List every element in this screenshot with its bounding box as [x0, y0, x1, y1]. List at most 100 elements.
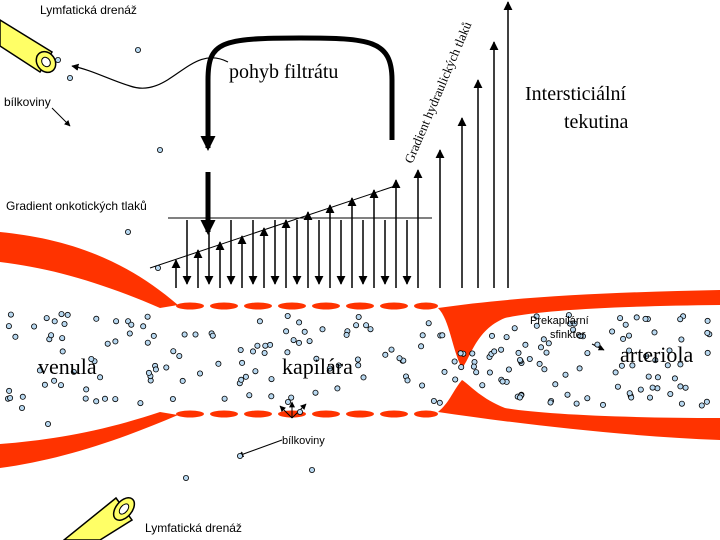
protein-particle-icon: [699, 403, 704, 408]
protein-particle-icon: [615, 384, 620, 389]
protein-particle-icon: [255, 343, 260, 348]
protein-particle-icon: [42, 382, 47, 387]
protein-particle-icon: [500, 379, 505, 384]
protein-particle-icon: [247, 393, 252, 398]
protein-particle-icon: [84, 387, 89, 392]
venule-lower-wall: [0, 412, 178, 468]
precapillary-sphincter-label-line1: Prekapilární: [530, 316, 589, 327]
protein-particle-icon: [506, 367, 511, 372]
protein-particle-icon: [155, 265, 160, 270]
protein-particle-icon: [610, 329, 615, 334]
protein-particle-icon: [307, 339, 312, 344]
protein-particle-icon: [183, 475, 188, 480]
protein-particle-icon: [537, 361, 542, 366]
protein-particle-icon: [389, 347, 394, 352]
venule-label: venula: [38, 356, 97, 378]
protein-particle-icon: [237, 453, 242, 458]
protein-particle-icon: [705, 350, 710, 355]
protein-particle-icon: [585, 396, 590, 401]
protein-particle-icon: [563, 372, 568, 377]
protein-particle-icon: [440, 333, 445, 338]
protein-particle-icon: [516, 350, 521, 355]
protein-particle-icon: [320, 327, 325, 332]
protein-particle-icon: [683, 385, 688, 390]
protein-particle-icon: [487, 370, 492, 375]
protein-particle-icon: [138, 401, 143, 406]
protein-particle-icon: [145, 314, 150, 319]
protein-particle-icon: [164, 365, 169, 370]
protein-particle-icon: [197, 371, 202, 376]
protein-particle-icon: [309, 467, 314, 472]
lymph-drainage-label-bottom: Lymfatická drenáž: [145, 522, 242, 534]
protein-particle-icon: [262, 350, 267, 355]
protein-particle-icon: [62, 321, 67, 326]
protein-particle-icon: [297, 320, 302, 325]
protein-particle-icon: [55, 57, 60, 62]
protein-particle-icon: [240, 360, 245, 365]
protein-particle-icon: [285, 313, 290, 318]
protein-particle-icon: [643, 316, 648, 321]
protein-particle-icon: [102, 396, 107, 401]
protein-particle-icon: [313, 390, 318, 395]
capillary-label: kapilára: [282, 356, 353, 378]
protein-particle-icon: [459, 365, 464, 370]
protein-particle-icon: [98, 375, 103, 380]
filtrate-loop-arrow: [208, 38, 392, 148]
protein-particle-icon: [705, 318, 710, 323]
protein-particle-icon: [652, 330, 657, 335]
interstitial-fluid-label-line1: Intersticiální: [525, 84, 626, 104]
protein-particle-icon: [257, 319, 262, 324]
protein-particle-icon: [65, 312, 70, 317]
protein-particle-icon: [269, 377, 274, 382]
protein-particle-icon: [452, 359, 457, 364]
protein-particle-icon: [193, 332, 198, 337]
precapillary-sphincter-label-line2: sfinkter: [550, 330, 585, 341]
protein-particle-icon: [125, 229, 130, 234]
protein-particle-icon: [7, 388, 12, 393]
protein-particle-icon: [368, 327, 373, 332]
protein-particle-icon: [480, 383, 485, 388]
protein-particle-icon: [397, 356, 402, 361]
protein-particle-icon: [49, 333, 54, 338]
arteriole-lower-wall: [438, 380, 720, 440]
protein-particle-icon: [668, 391, 673, 396]
lymph-vessel-bottom-icon: [64, 494, 138, 540]
lymph-drainage-label-top: Lymfatická drenáž: [40, 4, 137, 16]
protein-particle-icon: [354, 323, 359, 328]
protein-particle-icon: [538, 345, 543, 350]
protein-particle-icon: [141, 324, 146, 329]
protein-particle-icon: [243, 374, 248, 379]
protein-particle-icon: [45, 421, 50, 426]
protein-particle-icon: [420, 383, 425, 388]
protein-particle-icon: [113, 397, 118, 402]
protein-particle-icon: [344, 332, 349, 337]
protein-particle-icon: [705, 330, 710, 335]
protein-particle-icon: [678, 317, 683, 322]
protein-particle-icon: [19, 405, 24, 410]
oncotic-gradient-label: Gradient onkotických tlaků: [6, 200, 147, 212]
protein-particle-icon: [83, 396, 88, 401]
protein-particle-icon: [8, 312, 13, 317]
protein-particle-icon: [210, 333, 215, 338]
proteins-label-bottom: bílkoviny: [282, 436, 325, 447]
protein-particle-icon: [44, 316, 49, 321]
protein-particle-icon: [253, 369, 258, 374]
protein-particle-icon: [542, 367, 547, 372]
protein-particle-icon: [655, 386, 660, 391]
protein-particle-icon: [600, 402, 605, 407]
protein-particle-icon: [269, 394, 274, 399]
interstitial-fluid-label-line2: tekutina: [564, 112, 628, 132]
protein-particle-icon: [146, 370, 151, 375]
protein-particle-icon: [655, 375, 660, 380]
protein-particle-icon: [285, 399, 290, 404]
protein-particle-icon: [335, 386, 340, 391]
protein-particle-icon: [517, 395, 522, 400]
protein-particle-icon: [170, 396, 175, 401]
vessel-walls: [0, 232, 720, 468]
protein-particle-icon: [153, 367, 158, 372]
protein-particle-icon: [577, 366, 582, 371]
protein-particle-icon: [544, 350, 549, 355]
protein-particle-icon: [471, 364, 476, 369]
protein-particle-icon: [621, 336, 626, 341]
